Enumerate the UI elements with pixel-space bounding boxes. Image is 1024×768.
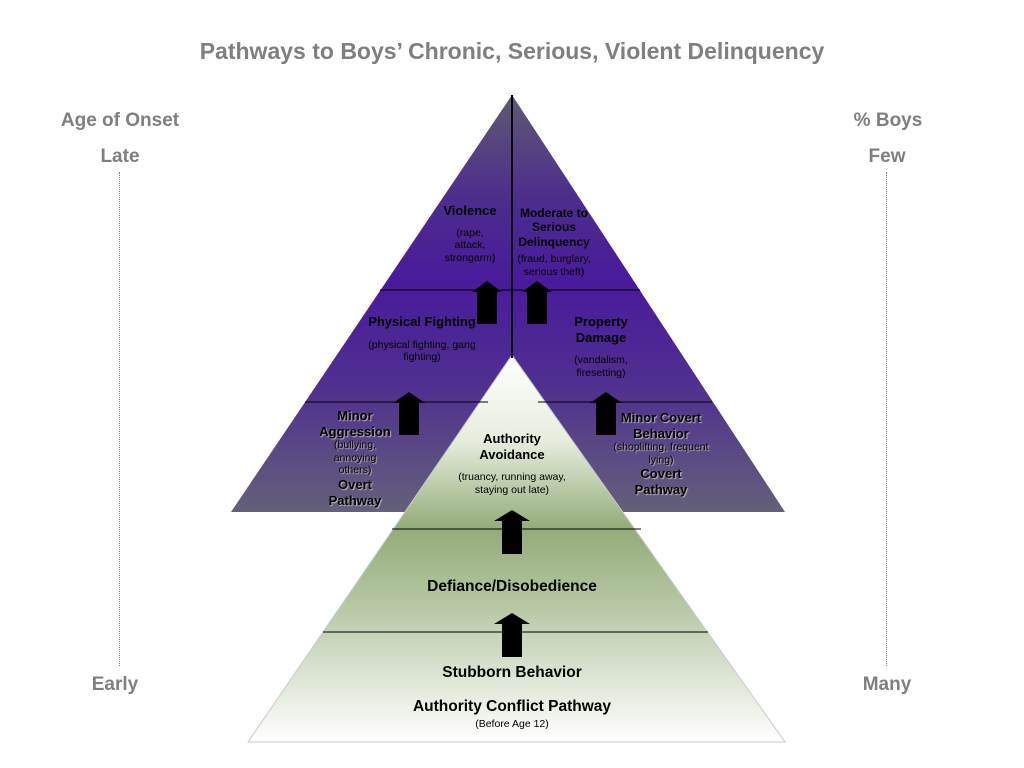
age-of-onset-heading: Age of Onset <box>60 110 180 131</box>
minor-covert-detail: (shoplifting, frequent lying) <box>613 441 709 466</box>
authority-avoidance-block: Authority Avoidance (truancy, running aw… <box>458 431 566 496</box>
violence-detail: (rape, attack, strongarm) <box>444 226 496 264</box>
serious-delinquency-block: Moderate to Serious Delinquency (fraud, … <box>508 206 600 278</box>
authority-avoidance-detail: (truancy, running away, staying out late… <box>458 471 566 496</box>
arrow-group <box>393 281 622 657</box>
physical-fighting-title: Physical Fighting <box>368 314 476 329</box>
minor-aggression-block: Minor Aggression (bullying, annoying oth… <box>310 408 400 508</box>
many-label: Many <box>862 674 912 695</box>
minor-covert-block: Minor Covert Behavior (shoplifting, freq… <box>610 410 712 498</box>
serious-delinquency-detail: (fraud, burglary, serious theft) <box>517 253 591 278</box>
up-arrow-avoidance <box>494 510 530 554</box>
property-damage-title: Property Damage <box>574 314 628 345</box>
percent-boys-heading: % Boys <box>853 110 923 131</box>
before-age-note: (Before Age 12) <box>475 718 549 730</box>
violence-block: Violence (rape, attack, strongarm) <box>420 203 520 264</box>
up-arrow-fighting <box>393 392 425 435</box>
stubborn-behavior-label: Stubborn Behavior <box>442 664 582 681</box>
physical-fighting-block: Physical Fighting (physical fighting, ga… <box>366 314 478 364</box>
few-label: Few <box>868 146 906 167</box>
overt-pathway-label: Overt Pathway <box>328 476 382 508</box>
up-arrow-serious <box>522 281 552 324</box>
covert-pathway-label: Covert Pathway <box>634 466 688 497</box>
up-arrow-property <box>590 392 622 435</box>
property-damage-detail: (vandalism, firesetting) <box>574 354 628 379</box>
property-damage-block: Property Damage (vandalism, firesetting) <box>556 314 646 379</box>
physical-fighting-detail: (physical fighting, gang fighting) <box>368 338 476 364</box>
minor-aggression-detail: (bullying, annoying others) <box>333 439 377 477</box>
serious-delinquency-title: Moderate to Serious Delinquency <box>518 206 590 249</box>
authority-conflict-pathway-label: Authority Conflict Pathway <box>412 698 612 715</box>
early-label: Early <box>91 674 139 695</box>
overt-covert-triangle <box>231 95 785 512</box>
minor-covert-title: Minor Covert Behavior <box>620 410 702 441</box>
minor-aggression-title: Minor Aggression <box>319 408 391 439</box>
authority-avoidance-title: Authority Avoidance <box>479 431 545 462</box>
late-label: Late <box>100 146 140 167</box>
right-axis-line <box>886 172 887 666</box>
defiance-label: Defiance/Disobedience <box>427 578 597 595</box>
page-title: Pathways to Boys’ Chronic, Serious, Viol… <box>199 38 825 64</box>
left-axis-line <box>119 172 120 666</box>
up-arrow-defiance <box>494 613 530 657</box>
up-arrow-violence <box>472 281 502 324</box>
violence-title: Violence <box>443 203 497 218</box>
